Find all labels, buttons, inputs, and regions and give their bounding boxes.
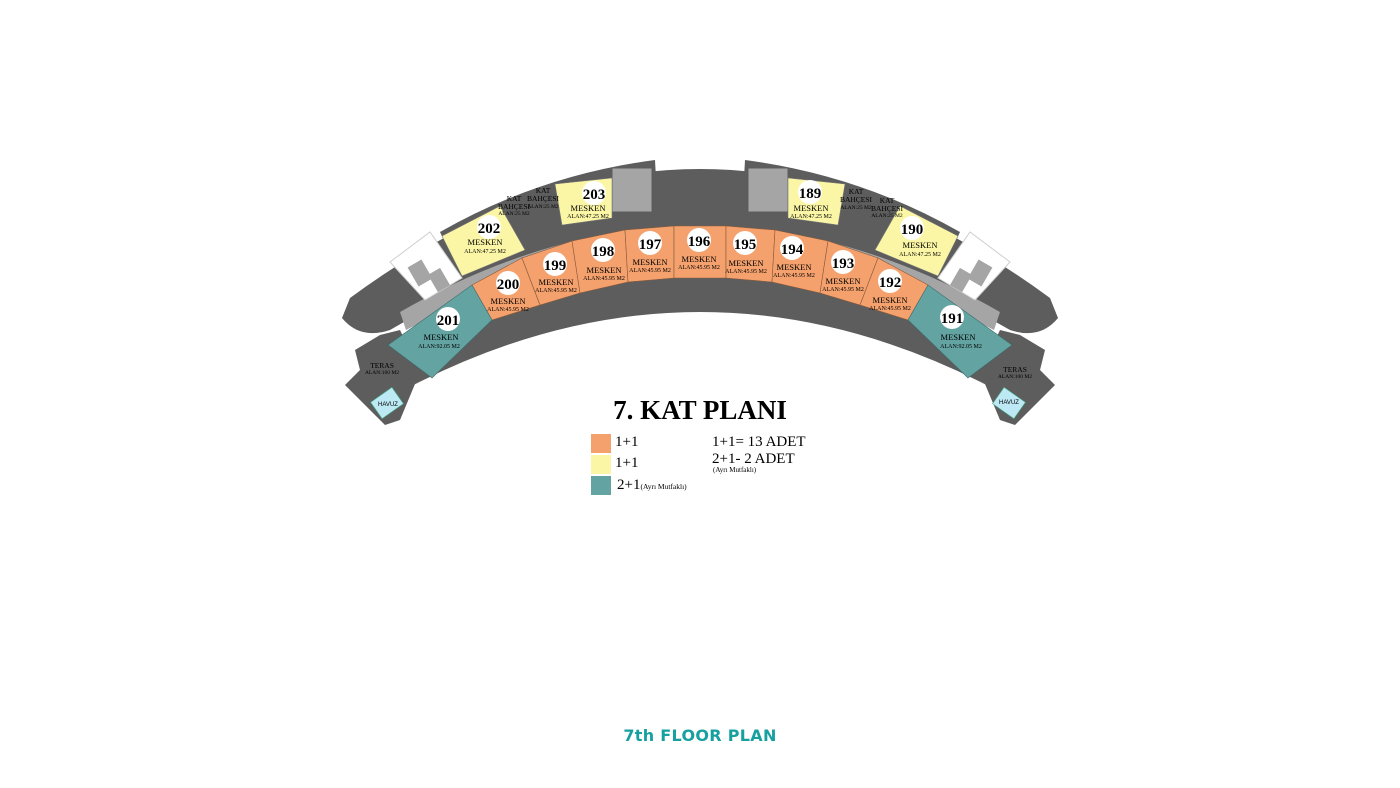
- unit-196-number: 196: [688, 234, 711, 250]
- legend-label-3: 2+1(Ayrı Mutfaklı): [617, 477, 687, 494]
- unit-200-number: 200: [497, 277, 520, 293]
- legend-label-3-main: 2+1: [617, 477, 641, 493]
- garden-4-line2: BAHÇESI: [871, 204, 904, 213]
- unit-201-area: ALAN:92.05 M2: [418, 344, 460, 350]
- garden-2-line2: BAHÇESI: [527, 194, 560, 203]
- unit-196-area: ALAN:45.95 M2: [678, 265, 720, 271]
- unit-201-label: MESKEN: [424, 332, 459, 342]
- garden-3-line2: BAHÇESI: [840, 195, 873, 204]
- garden-1-line1: KAT: [507, 194, 522, 203]
- unit-197-number: 197: [639, 237, 662, 253]
- count-line-2-note: (Ayrı Mutfaklı): [713, 466, 757, 474]
- unit-199-area: ALAN:45.95 M2: [535, 288, 577, 294]
- right-pool: [992, 386, 1026, 420]
- garden-4-line1: KAT: [880, 196, 895, 205]
- unit-198-number: 198: [592, 244, 615, 260]
- unit-199-label: MESKEN: [539, 277, 574, 287]
- unit-189-label: MESKEN: [794, 203, 829, 213]
- legend-swatch-teal: [591, 476, 611, 495]
- unit-197-label: MESKEN: [633, 257, 668, 267]
- right-service-box: [747, 167, 789, 213]
- unit-198-label: MESKEN: [587, 265, 622, 275]
- unit-199-number: 199: [544, 258, 567, 274]
- unit-189-number: 189: [799, 186, 822, 202]
- unit-201-number: 201: [437, 313, 460, 329]
- left-core-a: [407, 259, 433, 287]
- unit-189-area: ALAN:47.25 M2: [790, 214, 832, 220]
- unit-190-shape: [874, 205, 959, 277]
- unit-193-number: 193: [832, 256, 855, 272]
- terrace-left-label: TERAS: [370, 361, 394, 370]
- unit-191-area: ALAN:92.05 M2: [940, 344, 982, 350]
- unit-202-area: ALAN:47.25 M2: [464, 249, 506, 255]
- unit-192-number: 192: [879, 275, 902, 291]
- right-core-a: [967, 259, 993, 287]
- unit-193-label: MESKEN: [826, 276, 861, 286]
- unit-200-area: ALAN:45.95 M2: [487, 307, 529, 313]
- legend-label-2: 1+1: [615, 455, 639, 471]
- unit-191-label: MESKEN: [941, 332, 976, 342]
- unit-197-area: ALAN:45.95 M2: [629, 268, 671, 274]
- unit-203-label: MESKEN: [571, 203, 606, 213]
- unit-196-label: MESKEN: [682, 254, 717, 264]
- garden-1-line2: BAHÇESI: [498, 202, 531, 211]
- left-service-box: [611, 167, 653, 213]
- unit-194-number: 194: [781, 242, 804, 258]
- right-core-b: [949, 267, 973, 293]
- unit-200-label: MESKEN: [491, 296, 526, 306]
- legend-label-3-note: (Ayrı Mutfaklı): [640, 482, 687, 491]
- unit-202-number: 202: [478, 221, 501, 237]
- unit-202-shape: [441, 205, 526, 277]
- unit-201-shape: [387, 284, 493, 379]
- left-pool: [370, 386, 404, 420]
- garden-3-line1: KAT: [849, 187, 864, 196]
- unit-190-number: 190: [901, 222, 924, 238]
- unit-203-number: 203: [583, 187, 606, 203]
- garden-4-area: ALAN:25 M2: [871, 213, 903, 219]
- legend-swatch-orange: [591, 434, 611, 453]
- unit-192-label: MESKEN: [873, 295, 908, 305]
- unit-195-number: 195: [734, 237, 757, 253]
- legend-label-1: 1+1: [615, 434, 639, 450]
- terrace-right-area: ALAN:100 M2: [998, 374, 1032, 380]
- legend-swatch-yellow: [591, 455, 611, 474]
- unit-number-circles: [436, 180, 964, 331]
- unit-190-area: ALAN:47.25 M2: [899, 252, 941, 258]
- terrace-right-label: TERAS: [1003, 365, 1027, 374]
- unit-195-area: ALAN:45.95 M2: [725, 269, 767, 275]
- english-title: 7th FLOOR PLAN: [623, 726, 777, 745]
- plan-title: 7. KAT PLANI: [613, 395, 787, 425]
- unit-198-area: ALAN:45.95 M2: [583, 276, 625, 282]
- garden-3-area: ALAN:25 M2: [840, 205, 872, 211]
- unit-202-label: MESKEN: [468, 237, 503, 247]
- unit-203-area: ALAN:47.25 M2: [567, 214, 609, 220]
- count-line-1: 1+1= 13 ADET: [712, 434, 806, 450]
- unit-194-label: MESKEN: [777, 262, 812, 272]
- garden-2-line1: KAT: [536, 186, 551, 195]
- left-core-b: [427, 267, 451, 293]
- garden-2-area: ALAN:25 M2: [527, 204, 559, 210]
- terrace-left-area: ALAN:100 M2: [365, 370, 399, 376]
- pool-right-label: HAVUZ: [999, 400, 1019, 406]
- unit-193-area: ALAN:45.95 M2: [822, 287, 864, 293]
- unit-191-shape: [907, 284, 1013, 379]
- count-line-2: 2+1- 2 ADET: [712, 451, 795, 467]
- unit-190-label: MESKEN: [903, 240, 938, 250]
- garden-1-area: ALAN:25 M2: [498, 211, 530, 217]
- unit-192-area: ALAN:45.95 M2: [869, 306, 911, 312]
- unit-191-number: 191: [941, 311, 964, 327]
- pool-left-label: HAVUZ: [378, 402, 398, 408]
- unit-195-label: MESKEN: [729, 258, 764, 268]
- unit-194-area: ALAN:45.95 M2: [773, 273, 815, 279]
